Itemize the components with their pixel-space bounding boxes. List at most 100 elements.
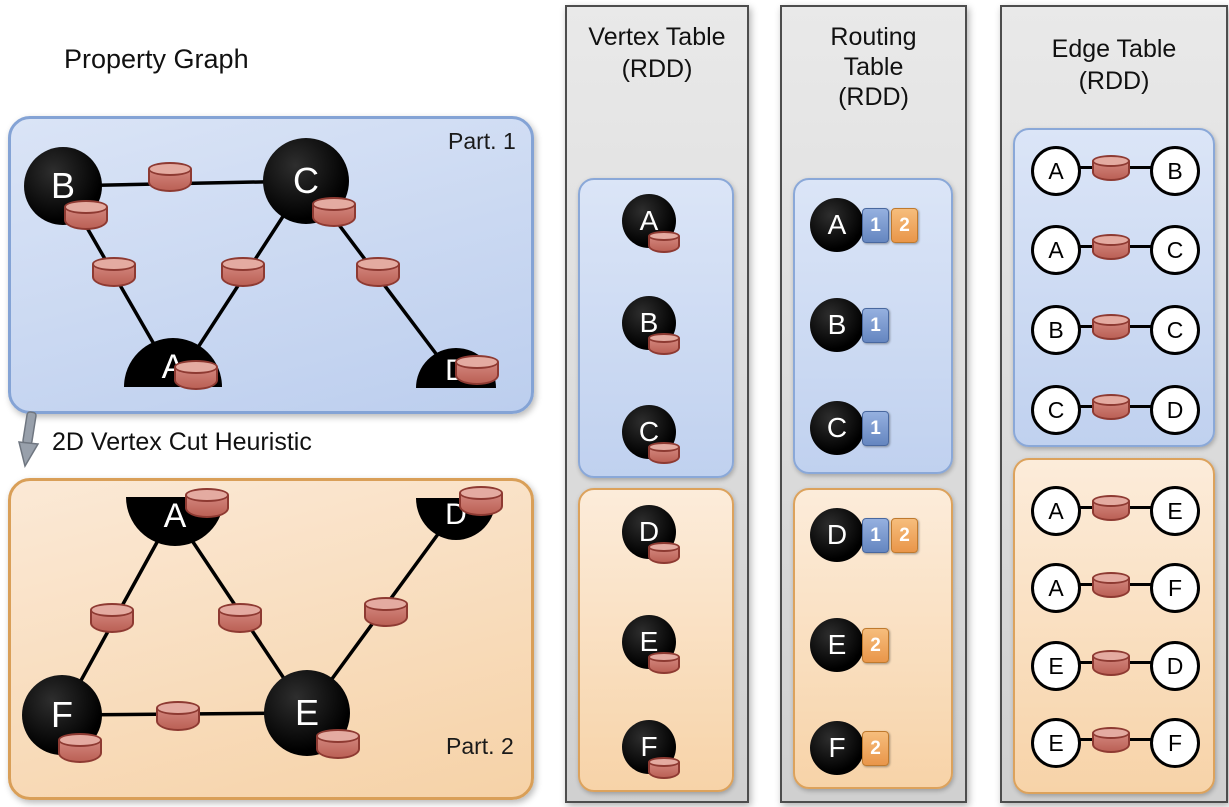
badge-number: 2: [899, 524, 910, 546]
edge-endpoint-label: A: [1048, 574, 1064, 601]
routing-badge-partition: 1: [862, 308, 889, 343]
vertex-cut-heuristic-label: 2D Vertex Cut Heuristic: [52, 428, 312, 456]
edge-endpoint: F: [1150, 563, 1200, 613]
edge-property-cylinder-icon: [90, 603, 134, 633]
edge-endpoint-label: C: [1166, 316, 1184, 343]
property-cylinder-icon: [648, 542, 680, 565]
edge-endpoint-label: A: [1048, 157, 1064, 184]
property-cylinder-icon: [459, 486, 503, 516]
routing-badge-partition: 2: [891, 518, 918, 553]
routing-badge-partition: 2: [891, 208, 918, 243]
edge-property-cylinder-icon: [1092, 394, 1130, 420]
routing-entry-B: B: [810, 298, 864, 352]
vertex-E-label: E: [294, 692, 319, 733]
edge-endpoint-label: E: [1048, 652, 1064, 679]
edge-endpoint: E: [1031, 718, 1081, 768]
vertex-C-label: C: [293, 160, 319, 201]
partition-1-label: Part. 1: [448, 128, 516, 154]
edge-endpoint: A: [1031, 225, 1081, 275]
edge-table-title-rdd: (RDD): [1078, 67, 1150, 95]
edge-endpoint: E: [1031, 641, 1081, 691]
edge-property-cylinder-icon: [1092, 727, 1130, 753]
vertex-table-entry-label: D: [638, 516, 660, 547]
edge-endpoint-label: A: [1048, 497, 1064, 524]
vertex-table-entry-label: C: [638, 416, 660, 447]
edge-endpoint: F: [1150, 718, 1200, 768]
routing-entry-label: E: [827, 629, 847, 660]
badge-number: 1: [870, 524, 881, 546]
property-cylinder-icon: [455, 355, 499, 385]
edge-endpoint-label: D: [1166, 652, 1184, 679]
edge-endpoint-label: E: [1167, 497, 1183, 524]
property-cylinder-icon: [648, 757, 680, 780]
edge-endpoint: B: [1031, 305, 1081, 355]
vertex-table-entry-label: F: [640, 731, 658, 762]
routing-badge-partition: 2: [862, 731, 889, 766]
vertex-F-label: F: [51, 694, 73, 735]
vertex-table-title-rdd: (RDD): [621, 55, 693, 83]
routing-entry-A: A: [810, 198, 864, 252]
routing-entry-label: A: [827, 209, 847, 240]
edge-property-cylinder-icon: [156, 701, 200, 731]
edge-property-cylinder-icon: [1092, 234, 1130, 260]
partition-2-label: Part. 2: [446, 733, 514, 759]
edge-endpoint-label: A: [1048, 236, 1064, 263]
routing-badge-partition: 2: [862, 628, 889, 663]
edge-endpoint: B: [1150, 146, 1200, 196]
edge-endpoint: D: [1150, 385, 1200, 435]
vertex-table-title: Vertex Table: [588, 23, 726, 51]
routing-badge-partition: 1: [862, 518, 889, 553]
property-cylinder-icon: [648, 652, 680, 675]
edge-property-cylinder-icon: [1092, 650, 1130, 676]
edge-property-cylinder-icon: [1092, 495, 1130, 521]
edge-endpoint-label: F: [1167, 574, 1183, 601]
edge-endpoint: C: [1150, 305, 1200, 355]
property-graph-title: Property Graph: [64, 44, 249, 74]
edge-property-cylinder-icon: [1092, 314, 1130, 340]
vertex-table-entry-label: B: [639, 307, 659, 338]
edge-property-cylinder-icon: [218, 603, 262, 633]
edge-property-cylinder-icon: [92, 257, 136, 287]
routing-entry-label: B: [827, 309, 847, 340]
routing-table-title-2: Table: [843, 53, 904, 81]
routing-badge-partition: 1: [862, 208, 889, 243]
property-cylinder-icon: [648, 442, 680, 465]
edge-endpoint: D: [1150, 641, 1200, 691]
edge-endpoint-label: D: [1166, 396, 1184, 423]
routing-entry-C: C: [810, 401, 864, 455]
property-cylinder-icon: [58, 733, 102, 763]
routing-table-title: Routing: [830, 23, 917, 51]
edge-endpoint: C: [1031, 385, 1081, 435]
edge-endpoint-label: F: [1167, 729, 1183, 756]
badge-number: 1: [870, 314, 881, 336]
edge-endpoint-label: C: [1047, 396, 1065, 423]
vertex-table-entry-label: E: [639, 626, 659, 657]
edge-endpoint-label: B: [1167, 157, 1183, 184]
routing-entry-label: C: [826, 412, 848, 443]
edge-endpoint: C: [1150, 225, 1200, 275]
edge-property-cylinder-icon: [356, 257, 400, 287]
routing-badge-partition: 1: [862, 411, 889, 446]
property-cylinder-icon: [185, 488, 229, 518]
edge-endpoint: E: [1150, 486, 1200, 536]
routing-table-title-rdd: (RDD): [838, 83, 909, 111]
edge-endpoint-label: C: [1166, 236, 1184, 263]
property-cylinder-icon: [648, 231, 680, 254]
routing-entry-F: F: [810, 721, 864, 775]
badge-number: 1: [870, 214, 881, 236]
badge-number: 1: [870, 417, 881, 439]
property-cylinder-icon: [648, 333, 680, 356]
routing-entry-label: D: [826, 519, 848, 550]
routing-entry-D: D: [810, 508, 864, 562]
vertex-cut-arrow-icon: [18, 411, 40, 468]
property-cylinder-icon: [316, 729, 360, 759]
property-cylinder-icon: [174, 360, 218, 390]
badge-number: 2: [899, 214, 910, 236]
badge-number: 2: [870, 737, 881, 759]
edge-endpoint-label: B: [1048, 316, 1064, 343]
edge-property-cylinder-icon: [364, 597, 408, 627]
edge-table-title: Edge Table: [1051, 35, 1177, 63]
vertex-table-entry-label: A: [639, 205, 659, 236]
edge-endpoint: A: [1031, 486, 1081, 536]
edge-property-cylinder-icon: [1092, 155, 1130, 181]
